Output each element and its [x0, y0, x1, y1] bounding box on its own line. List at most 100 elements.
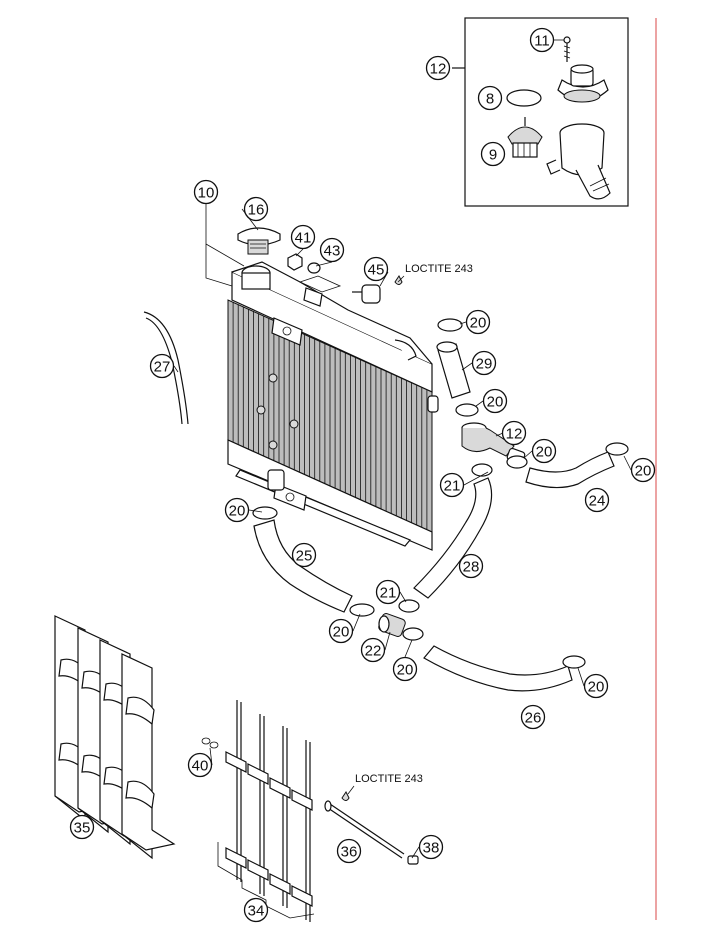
callout-c20a: 20	[465, 309, 491, 335]
callout-c22: 22	[360, 637, 386, 663]
callout-label: 26	[525, 710, 542, 727]
callout-c20c: 20	[531, 438, 557, 464]
callout-c11: 11	[529, 27, 555, 53]
hose-25-part	[253, 519, 353, 613]
shroud-panel	[121, 653, 176, 860]
guard-tube	[291, 789, 313, 907]
callout-c38: 38	[418, 834, 444, 860]
callout-label: 21	[444, 478, 461, 495]
callout-label: 10	[198, 185, 215, 202]
thermostat-part	[507, 117, 543, 158]
callout-c12b: 12	[501, 420, 527, 446]
leader-line-10	[205, 204, 233, 287]
loctite-note-top: LOCTITE 243	[405, 263, 473, 275]
callout-c41: 41	[290, 224, 316, 250]
callout-c40: 40	[187, 752, 213, 778]
callout-c29: 29	[471, 350, 497, 376]
callout-label: 20	[635, 463, 652, 480]
callout-label: 20	[470, 315, 487, 332]
callout-c20d: 20	[630, 457, 656, 483]
guard-blade	[305, 740, 311, 922]
callout-label: 27	[154, 359, 171, 376]
callout-c20e: 20	[224, 497, 250, 523]
callout-label: 9	[489, 147, 497, 164]
callout-c21b: 21	[375, 579, 401, 605]
callout-c20h: 20	[583, 673, 609, 699]
callout-label: 22	[365, 643, 382, 660]
overflow-hose-part	[143, 311, 189, 425]
callout-label: 41	[295, 230, 312, 247]
callout-label: 38	[423, 840, 440, 857]
guard-blade	[259, 714, 265, 896]
callout-c27: 27	[149, 353, 175, 379]
hose-28-part	[413, 477, 493, 599]
callout-label: 11	[534, 33, 550, 50]
callout-c20f: 20	[328, 618, 354, 644]
guard-tube	[269, 777, 291, 895]
callout-label: 34	[248, 903, 265, 920]
callout-c21a: 21	[439, 472, 465, 498]
callout-label: 45	[368, 262, 385, 279]
hose-clamp-part	[437, 318, 463, 332]
callout-c20g: 20	[392, 656, 418, 682]
callout-c12a: 12	[425, 55, 451, 81]
guard-tube	[247, 763, 269, 881]
hose-24-part	[525, 451, 615, 489]
thermostat-cover-top	[557, 64, 609, 103]
callout-c8: 8	[477, 85, 503, 111]
guard-blade	[236, 700, 242, 882]
callout-c35: 35	[69, 814, 95, 840]
callout-label: 20	[487, 394, 504, 411]
callout-c34: 34	[243, 897, 269, 923]
hose-26-part	[423, 645, 573, 692]
thermostat-housing	[546, 123, 611, 200]
o-rings-40-part	[201, 737, 219, 749]
callout-label: 12	[430, 61, 447, 78]
callout-label: 12	[506, 426, 523, 443]
callout-label: 20	[536, 444, 553, 461]
callout-label: 43	[324, 243, 341, 260]
nut-part	[287, 253, 303, 271]
callout-c9: 9	[480, 141, 506, 167]
radiator-guard-34	[217, 700, 315, 922]
callout-label: 28	[463, 559, 480, 576]
callout-label: 8	[486, 91, 494, 108]
callout-label: 16	[248, 202, 265, 219]
callout-label: 24	[589, 493, 606, 510]
radiator-assembly	[227, 261, 439, 551]
callout-label: 29	[476, 356, 493, 373]
callout-c10: 10	[193, 179, 219, 205]
callout-c20b: 20	[482, 388, 508, 414]
callout-c16: 16	[243, 196, 269, 222]
guard-blade	[282, 726, 288, 908]
rod-36-part	[324, 791, 419, 865]
callout-label: 35	[74, 820, 91, 837]
loctite-note-bottom: LOCTITE 243	[355, 773, 423, 785]
callout-label: 20	[333, 624, 350, 641]
callout-c36: 36	[336, 838, 362, 864]
radiator-fins	[227, 300, 433, 532]
callout-c45: 45	[363, 256, 389, 282]
guard-tube	[225, 751, 247, 869]
callout-label: 40	[192, 758, 209, 775]
radiator-shrouds-35	[54, 615, 176, 860]
callout-c24: 24	[584, 487, 610, 513]
callout-label: 21	[380, 585, 397, 602]
thermostat-inset	[452, 17, 629, 207]
washer-part	[307, 262, 321, 274]
callout-c26: 26	[520, 704, 546, 730]
callout-label: 20	[397, 662, 414, 679]
callout-c28: 28	[458, 553, 484, 579]
o-ring-part	[506, 89, 542, 107]
callout-c25: 25	[291, 542, 317, 568]
screw-part	[563, 36, 571, 62]
callout-label: 36	[341, 844, 358, 861]
callout-label: 25	[296, 548, 313, 565]
callout-label: 20	[229, 503, 246, 520]
callout-c43: 43	[319, 237, 345, 263]
sensor-part	[352, 275, 403, 304]
callout-label: 20	[588, 679, 605, 696]
y-fitting-part	[378, 613, 406, 637]
radiator-cap-part	[237, 227, 281, 255]
